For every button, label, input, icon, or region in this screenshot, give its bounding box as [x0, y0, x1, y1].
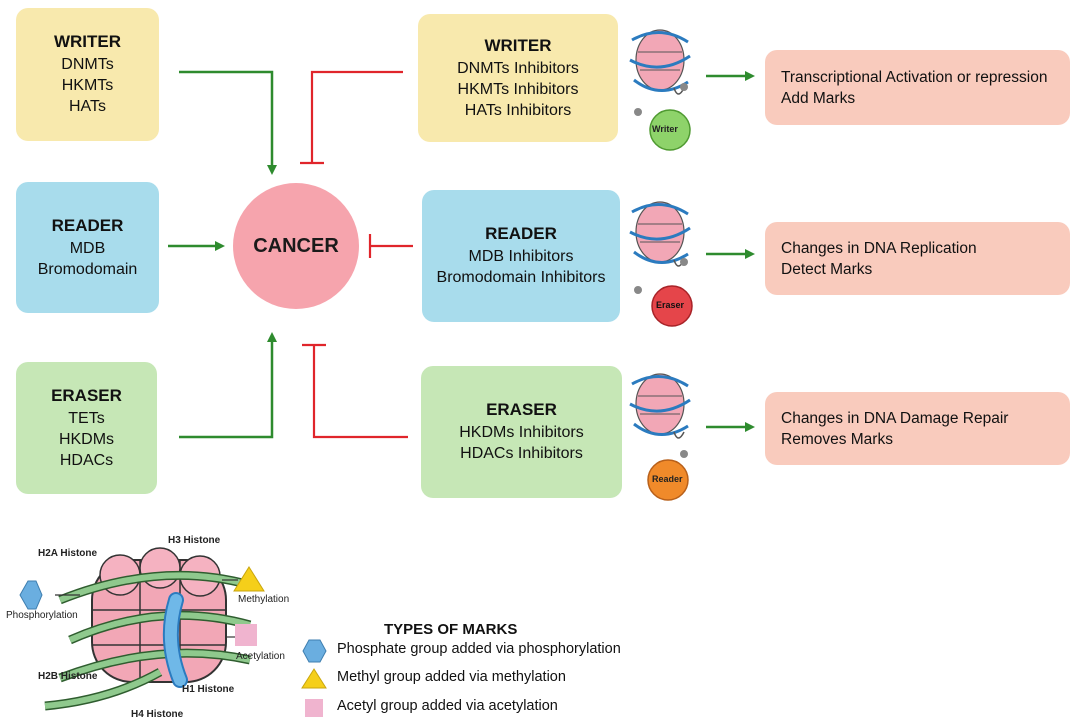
legend-text: Methyl group added via methylation [337, 669, 566, 685]
legend-methyl-icon [301, 668, 327, 689]
writer-inhibitor-item: HKMTs Inhibitors [457, 80, 579, 98]
writer-box: WRITER DNMTs HKMTs HATs [16, 8, 159, 141]
writer-enzyme-circle [649, 109, 691, 151]
legend-row-methyl: Methyl group added via methylation [305, 669, 566, 685]
methylation-label: Methylation [238, 594, 290, 605]
acetyl-square-icon [235, 624, 257, 646]
eraser-title: ERASER [51, 385, 122, 405]
nucleosome-reader-icon [629, 201, 691, 294]
eraser-inhibitors-title: ERASER [486, 400, 557, 419]
writer-title: WRITER [53, 32, 122, 51]
writer-inhibitor-item: HATs Inhibitors [464, 101, 572, 119]
nucleosome-writer-icon [629, 29, 691, 116]
writer-item: HKMTs [61, 77, 114, 94]
eraser-enzyme-label: Eraser [656, 300, 685, 310]
reader-item: Bromodomain [37, 260, 138, 278]
eraser-inhibitor-item: HDACs Inhibitors [460, 445, 583, 462]
phosphate-hexagon-icon [19, 580, 43, 610]
result-line: Changes in DNA Damage Repair [781, 409, 1009, 427]
writer-inhibitor-item: DNMTs Inhibitors [457, 59, 579, 77]
h1-histone-label: H1 Histone [182, 684, 235, 695]
writer-inhibitors-title: WRITER [484, 35, 552, 55]
legend-row-acetyl: Acetyl group added via acetylation [305, 698, 558, 714]
eraser-item: HKDMs [58, 430, 115, 448]
h3-histone-label: H3 Histone [168, 535, 221, 546]
nucleosome-diagram [44, 547, 252, 711]
h4-histone-label: H4 Histone [131, 709, 184, 720]
reader-enzyme-label: Reader [652, 474, 683, 484]
writer-enzyme-label: Writer [652, 124, 678, 134]
h2a-histone-label: H2A Histone [38, 548, 98, 559]
reader-enzyme-circle [647, 459, 689, 501]
result-line: Removes Marks [781, 430, 893, 448]
h2b-histone-label: H2B Histone [38, 671, 98, 682]
eraser-inhibition-line [302, 343, 408, 439]
eraser-inhibitor-item: HKDMs Inhibitors [459, 424, 584, 441]
reader-inhibitor-item: MDB Inhibitors [468, 248, 574, 265]
eraser-enzyme-circle [651, 285, 693, 327]
legend-phosphate-icon [302, 639, 327, 663]
eraser-box: ERASER TETs HKDMs HDACs [16, 362, 157, 494]
reader-title: READER [51, 215, 124, 235]
eraser-item: TETs [68, 409, 105, 427]
result-line: Add Marks [781, 89, 856, 107]
eraser-item: HDACs [59, 451, 114, 469]
writer-inhibitors-box: WRITER DNMTs Inhibitors HKMTs Inhibitors… [418, 14, 618, 142]
writer-inhibition-line [300, 70, 403, 165]
legend-text: Phosphate group added via phosphorylatio… [337, 641, 621, 657]
cancer-node: CANCER [233, 183, 359, 309]
methyl-triangle-icon [233, 566, 265, 592]
reader-box: READER MDB Bromodomain [16, 182, 159, 313]
reader-item: MDB [69, 239, 106, 257]
reader-inhibitor-item: Bromodomain Inhibitors [436, 269, 606, 286]
reader-inhibitors-title: READER [485, 224, 557, 243]
reader-inhibition-line [368, 234, 413, 258]
result-line: Transcriptional Activation or repression [781, 68, 1048, 86]
writer-item: HATs [68, 98, 107, 115]
legend-text: Acetyl group added via acetylation [337, 698, 558, 714]
result-line: Detect Marks [781, 260, 873, 278]
reader-inhibitors-box: READER MDB Inhibitors Bromodomain Inhibi… [422, 190, 620, 322]
result-box-3: Changes in DNA Damage Repair Removes Mar… [765, 392, 1070, 465]
phosphorylation-label: Phosphorylation [6, 610, 78, 621]
result-box-2: Changes in DNA Replication Detect Marks [765, 222, 1070, 295]
writer-activation-arrow [179, 70, 277, 175]
nucleosome-eraser-icon [629, 373, 691, 458]
legend-row-phosphate: Phosphate group added via phosphorylatio… [305, 641, 621, 657]
acetylation-label: Acetylation [236, 651, 285, 662]
marks-legend-title: TYPES OF MARKS [384, 621, 518, 638]
eraser-activation-arrow [179, 332, 277, 439]
legend-acetyl-icon [305, 699, 323, 717]
result-box-1: Transcriptional Activation or repression… [765, 50, 1070, 125]
result-line: Changes in DNA Replication [781, 239, 977, 257]
eraser-inhibitors-box: ERASER HKDMs Inhibitors HDACs Inhibitors [421, 366, 622, 498]
writer-item: DNMTs [61, 56, 114, 73]
